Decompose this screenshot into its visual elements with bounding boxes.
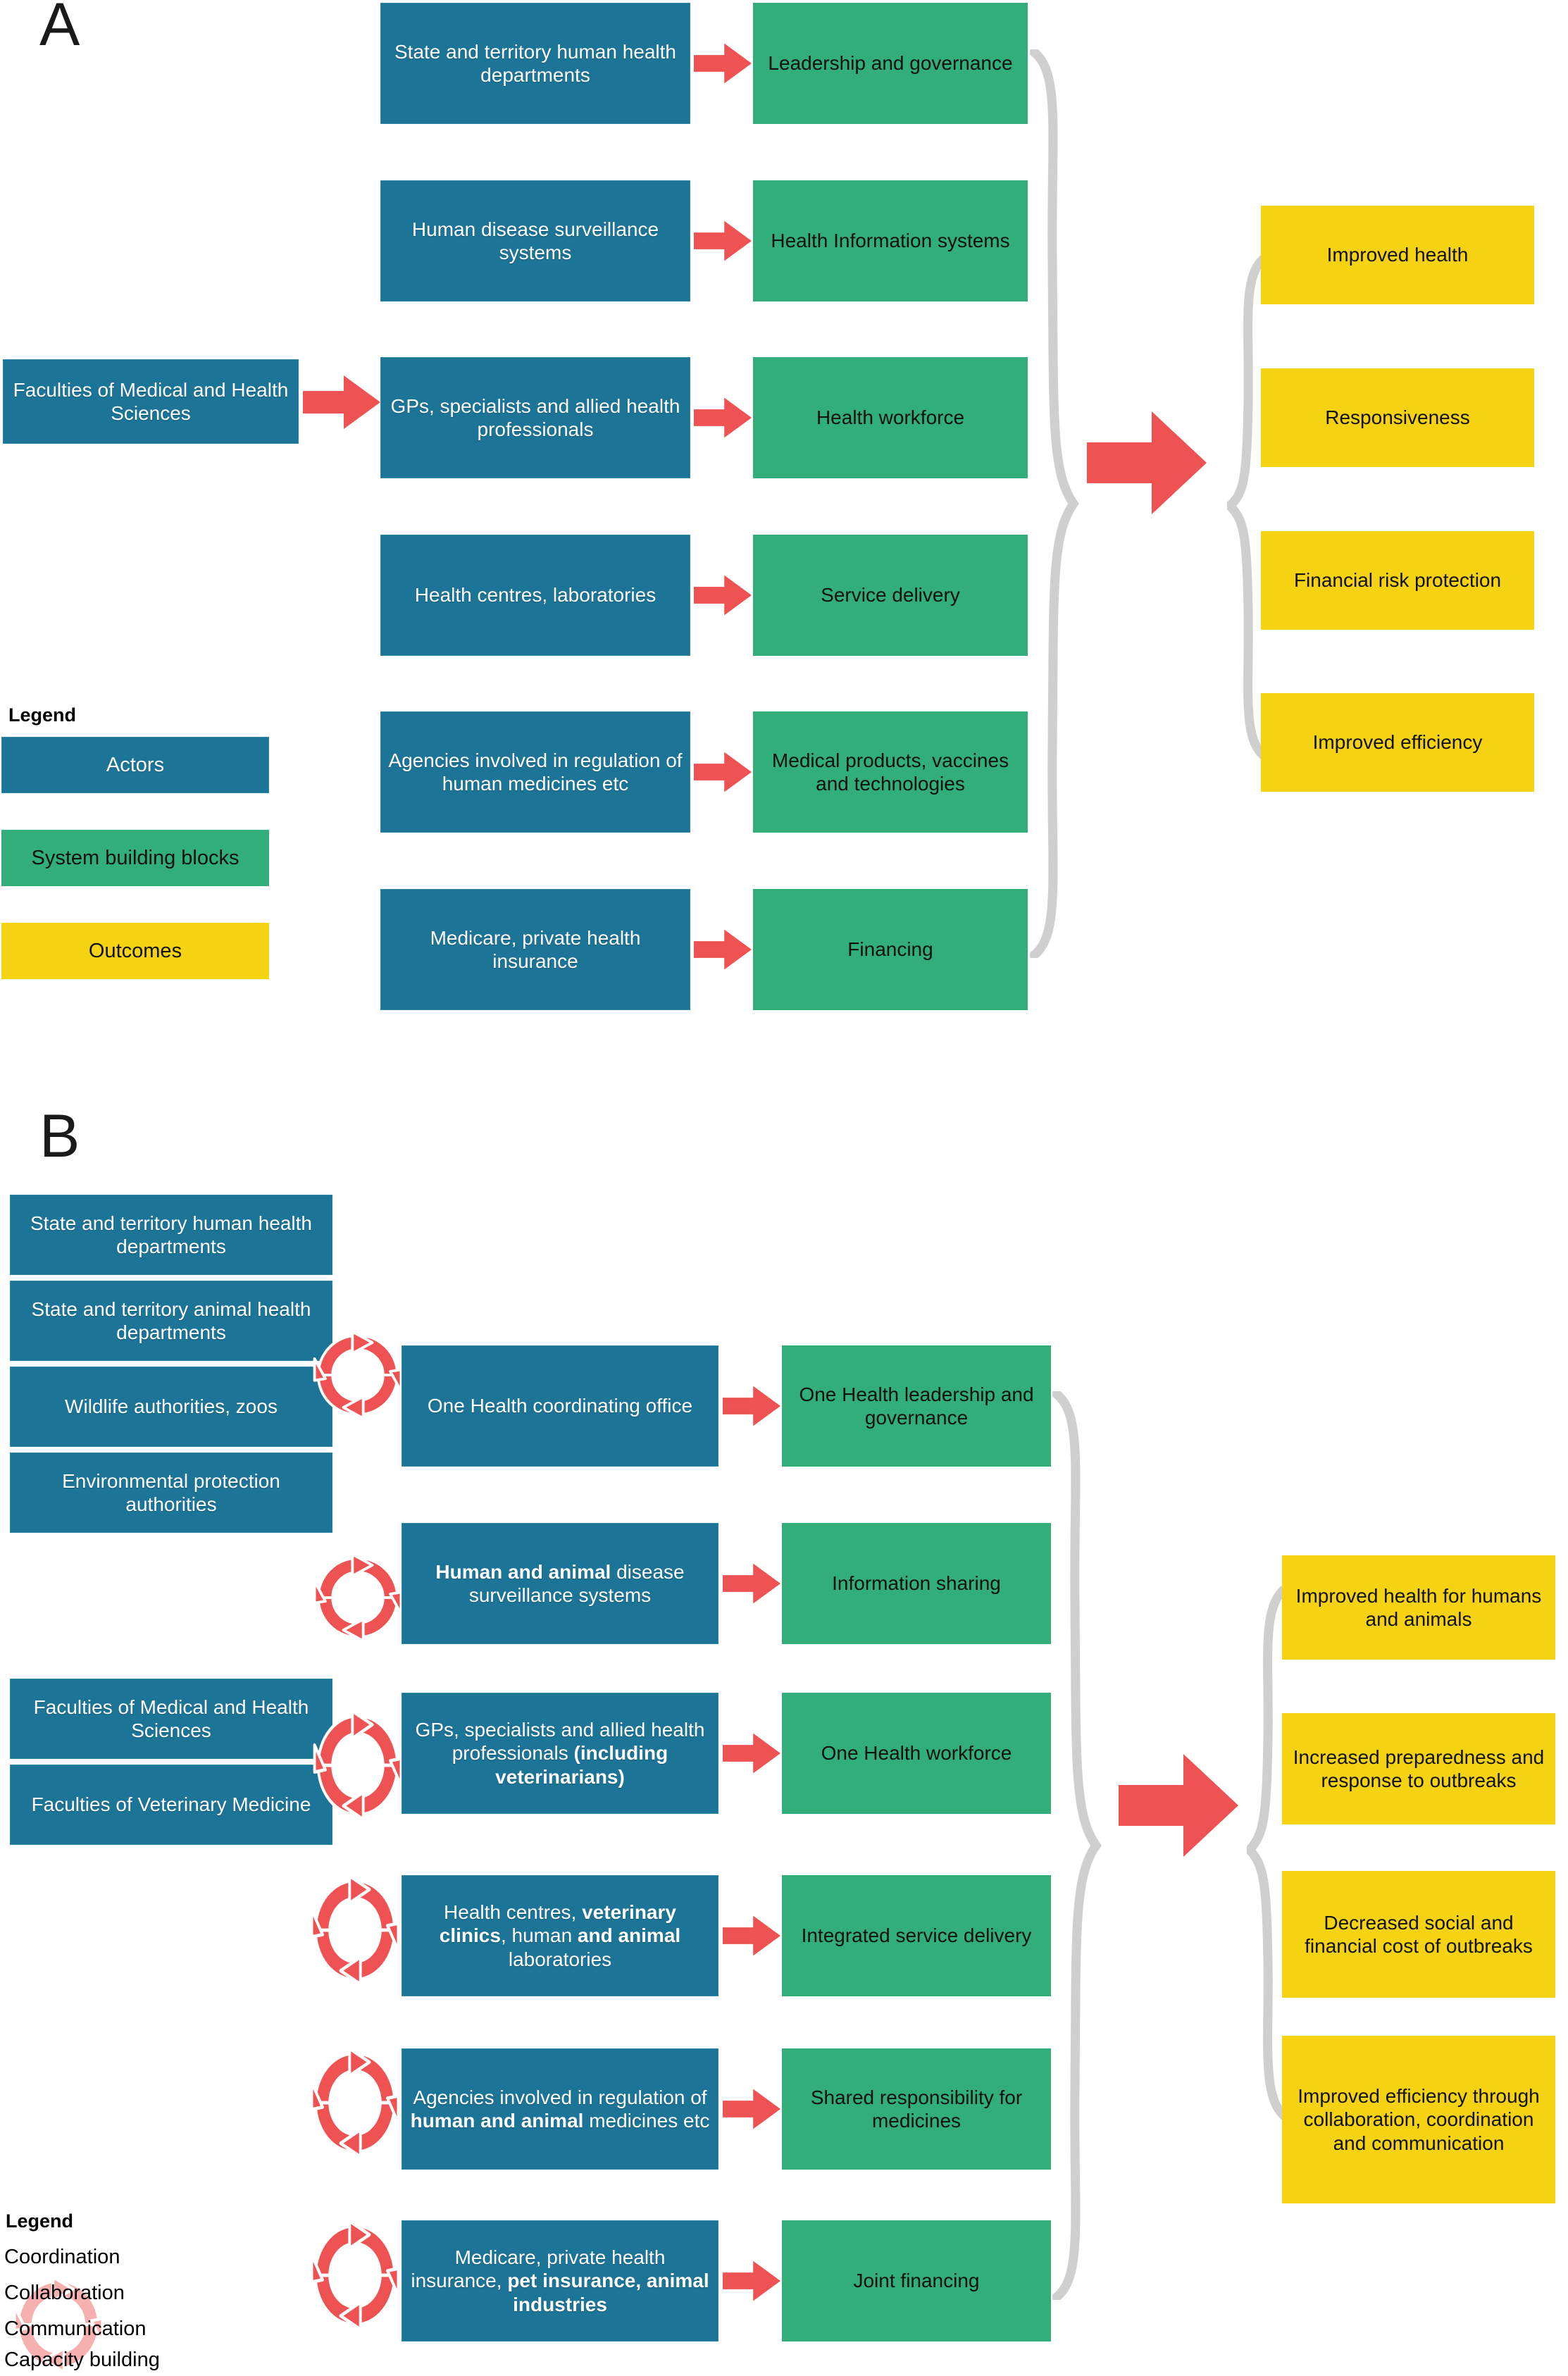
panel-a-outcome-1: Responsiveness [1261,368,1534,467]
panel-b-legend-line-2: Communication [4,2318,147,2340]
panel-b-legend-line-0: Coordination [4,2246,120,2268]
panel-a-legend-swatch-outcomes: Outcomes [1,923,269,979]
panel-a-actor-left-0: Faculties of Medical and Health Sciences [3,359,299,444]
panel-a-building-block-5: Financing [753,889,1028,1010]
arrow-right-icon [723,1915,780,1956]
panel-b-outcome-1: Increased preparedness and response to o… [1282,1713,1555,1824]
arrow-right-icon [694,397,752,438]
cycle-arrows-icon [13,2275,104,2374]
panel-a-building-block-1: Health Information systems [753,180,1028,301]
panel-a-building-block-3: Service delivery [753,535,1028,656]
arrow-right-large-icon [1119,1754,1238,1857]
panel-a-outcome-3: Improved efficiency [1261,693,1534,792]
panel-b-outcome-3: Improved efficiency through collaboratio… [1282,2036,1555,2203]
arrow-right-icon [694,220,752,261]
panel-b-legend-title: Legend [6,2210,74,2232]
panel-b-actor-left-4: Faculties of Medical and Health Sciences [10,1679,332,1759]
panel-b-actor-1: Human and animal disease surveillance sy… [402,1523,718,1644]
panel-b-actor-5: Medicare, private health insurance, pet … [402,2220,718,2341]
arrow-right-icon [694,929,752,970]
panel-b-building-block-0: One Health leadership and governance [782,1345,1051,1467]
panel-a-legend-title: Legend [8,704,77,726]
cycle-arrows-icon [310,2219,400,2332]
panel-b-actor-left-1: State and territory animal health depart… [10,1281,332,1361]
panel-a-outcome-0: Improved health [1261,206,1534,304]
arrow-right-icon [723,1563,780,1604]
arrow-right-icon [694,43,752,84]
panel-a-actor-4: Agencies involved in regulation of human… [380,711,690,833]
cycle-arrows-icon [313,1553,403,1643]
panel-b-building-block-4: Shared responsibility for medicines [782,2048,1051,2170]
panel-a-building-block-0: Leadership and governance [753,3,1028,124]
brace-closing-icon [1052,1391,1102,2300]
panel-b-outcome-2: Decreased social and financial cost of o… [1282,1871,1555,1998]
arrow-right-icon [723,2089,780,2129]
brace-opening-icon [1227,254,1271,761]
cycle-arrows-icon [313,1330,403,1420]
arrow-right-icon [694,575,752,616]
arrow-right-large-icon [1087,411,1207,514]
panel-a-label: A [39,0,80,58]
panel-b-actor-0: One Health coordinating office [402,1345,718,1467]
panel-a-actor-3: Health centres, laboratories [380,535,690,656]
arrow-right-icon [723,1386,780,1426]
panel-a-actor-5: Medicare, private health insurance [380,889,690,1010]
panel-a-building-block-2: Health workforce [753,357,1028,478]
panel-b-actor-left-3: Environmental protection authorities [10,1453,332,1533]
panel-b-actor-3: Health centres, veterinary clinics, huma… [402,1875,718,1996]
panel-b-label: B [39,1102,80,1170]
panel-b-actor-left-5: Faculties of Veterinary Medicine [10,1765,332,1845]
panel-b-building-block-3: Integrated service delivery [782,1875,1051,1996]
arrow-right-icon [303,375,380,429]
panel-a-actor-0: State and territory human health departm… [380,3,690,124]
arrow-right-icon [694,752,752,792]
panel-b-actor-left-2: Wildlife authorities, zoos [10,1367,332,1447]
brace-opening-icon [1247,1585,1290,2120]
panel-b-legend-line-3: Capacity building [4,2349,160,2371]
panel-b-legend-line-1: Collaboration [4,2282,125,2304]
arrow-right-icon [723,2260,780,2301]
panel-a-legend-swatch-building-blocks: System building blocks [1,830,269,886]
arrow-right-icon [723,1733,780,1774]
cycle-arrows-icon [310,1874,400,1986]
cycle-arrows-icon [310,2046,400,2159]
panel-b-building-block-2: One Health workforce [782,1693,1051,1814]
panel-a-outcome-2: Financial risk protection [1261,531,1534,630]
panel-b-actor-left-0: State and territory human health departm… [10,1195,332,1275]
panel-a-legend-swatch-actors: Actors [1,737,269,793]
brace-closing-icon [1030,49,1079,958]
panel-b-outcome-0: Improved health for humans and animals [1282,1555,1555,1660]
panel-b-actor-4: Agencies involved in regulation of human… [402,2048,718,2170]
cycle-arrows-icon [313,1709,403,1822]
panel-a-building-block-4: Medical products, vaccines and technolog… [753,711,1028,833]
panel-a-actor-1: Human disease surveillance systems [380,180,690,301]
panel-a-actor-2: GPs, specialists and allied health profe… [380,357,690,478]
panel-b-building-block-1: Information sharing [782,1523,1051,1644]
panel-b-actor-2: GPs, specialists and allied health profe… [402,1693,718,1814]
panel-b-building-block-5: Joint financing [782,2220,1051,2341]
